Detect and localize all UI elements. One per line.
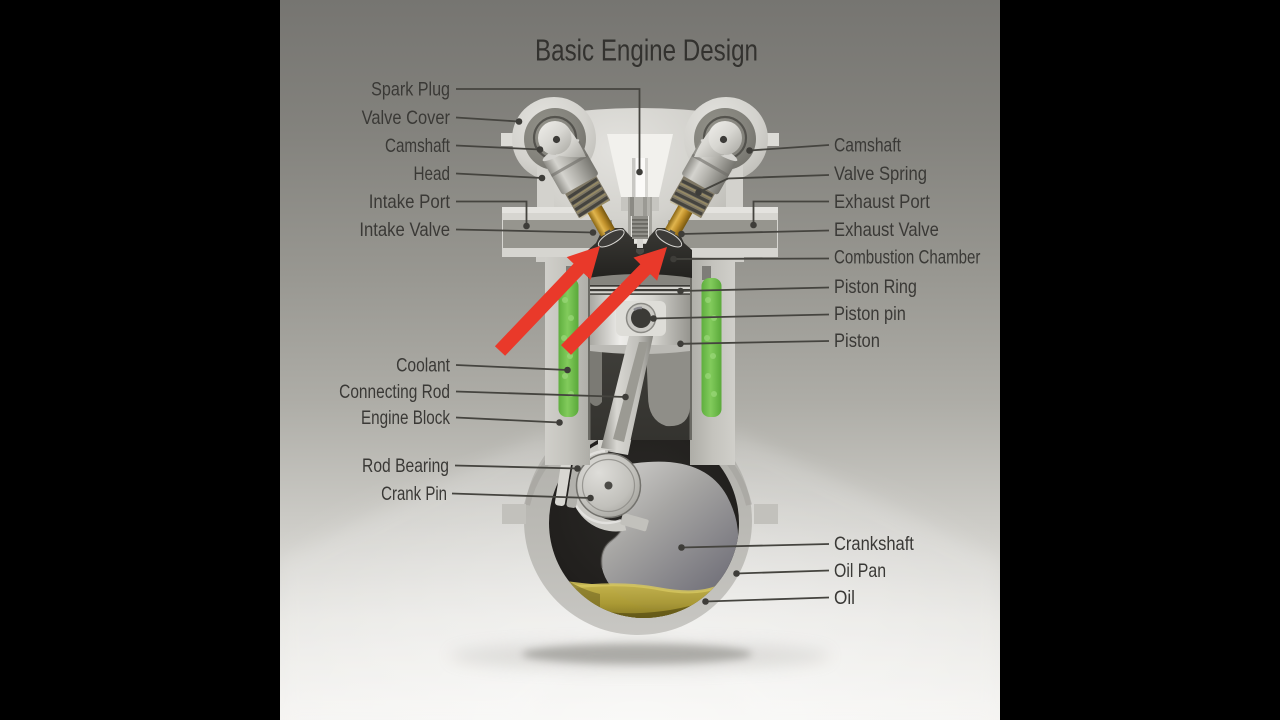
svg-text:Basic Engine Design: Basic Engine Design bbox=[535, 33, 758, 68]
svg-text:Coolant: Coolant bbox=[396, 354, 450, 376]
svg-text:Crankshaft: Crankshaft bbox=[834, 533, 914, 554]
svg-text:Exhaust Valve: Exhaust Valve bbox=[834, 219, 939, 240]
svg-text:Crank Pin: Crank Pin bbox=[381, 483, 447, 504]
svg-text:Oil: Oil bbox=[834, 587, 855, 608]
svg-text:Engine Block: Engine Block bbox=[361, 406, 450, 428]
svg-text:Intake Valve: Intake Valve bbox=[359, 219, 450, 240]
svg-text:Camshaft: Camshaft bbox=[385, 134, 450, 156]
svg-text:Oil Pan: Oil Pan bbox=[834, 560, 886, 582]
svg-text:Spark Plug: Spark Plug bbox=[371, 78, 450, 100]
svg-text:Rod Bearing: Rod Bearing bbox=[362, 455, 449, 477]
svg-text:Combustion Chamber: Combustion Chamber bbox=[834, 246, 981, 268]
svg-text:Valve Cover: Valve Cover bbox=[362, 107, 451, 128]
svg-text:Piston pin: Piston pin bbox=[834, 303, 906, 324]
svg-text:Connecting Rod: Connecting Rod bbox=[339, 380, 450, 402]
svg-text:Valve Spring: Valve Spring bbox=[834, 163, 927, 184]
svg-text:Intake Port: Intake Port bbox=[369, 191, 450, 212]
svg-text:Piston: Piston bbox=[834, 330, 880, 351]
svg-text:Camshaft: Camshaft bbox=[834, 134, 901, 156]
svg-text:Head: Head bbox=[414, 162, 450, 184]
svg-text:Piston Ring: Piston Ring bbox=[834, 276, 917, 298]
svg-text:Exhaust Port: Exhaust Port bbox=[834, 191, 930, 212]
